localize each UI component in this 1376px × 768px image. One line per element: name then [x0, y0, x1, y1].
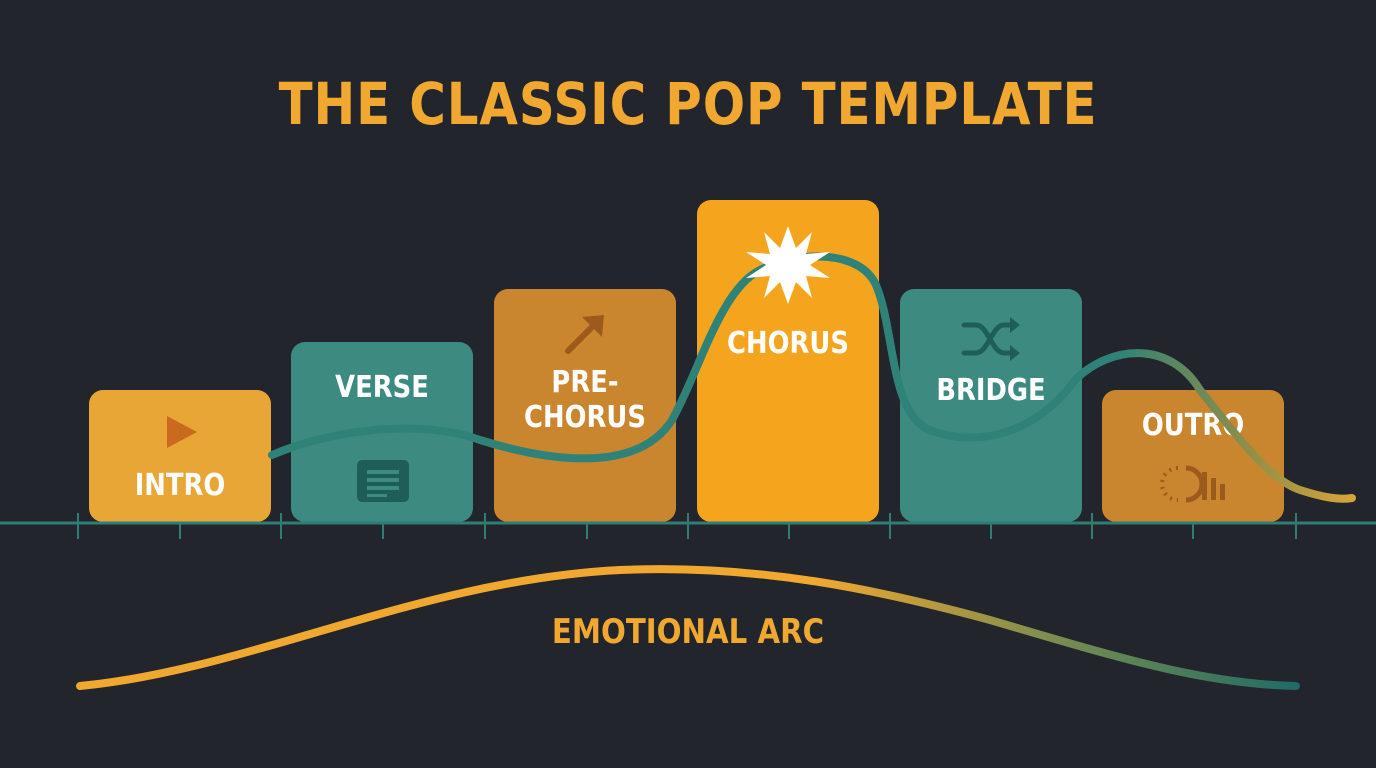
timeline-ticks — [77, 513, 1297, 539]
emotional-arc-curve — [76, 565, 1300, 690]
arrow-up-right-icon — [565, 315, 604, 354]
emotional-arc-label: EMOTIONAL ARC — [551, 612, 825, 652]
section-outro: OUTRO — [1102, 390, 1284, 522]
energy-curve — [268, 252, 1356, 503]
lyrics-sheet-icon — [357, 460, 409, 502]
section-label-pre-chorus: PRE-CHORUS — [524, 365, 646, 435]
page-title: THE CLASSIC POP TEMPLATE — [278, 70, 1098, 138]
section-label-verse: VERSE — [335, 370, 429, 405]
section-label-chorus: CHORUS — [727, 326, 849, 361]
section-label-intro: INTRO — [134, 468, 226, 503]
shuffle-icon — [961, 317, 1020, 361]
play-icon — [167, 416, 197, 448]
starburst-icon — [746, 226, 830, 304]
section-pre-chorus: PRE-CHORUS — [494, 289, 676, 522]
section-intro: INTRO — [89, 390, 271, 522]
section-label-bridge: BRIDGE — [936, 373, 1046, 408]
fade-out-icon — [1160, 465, 1225, 503]
